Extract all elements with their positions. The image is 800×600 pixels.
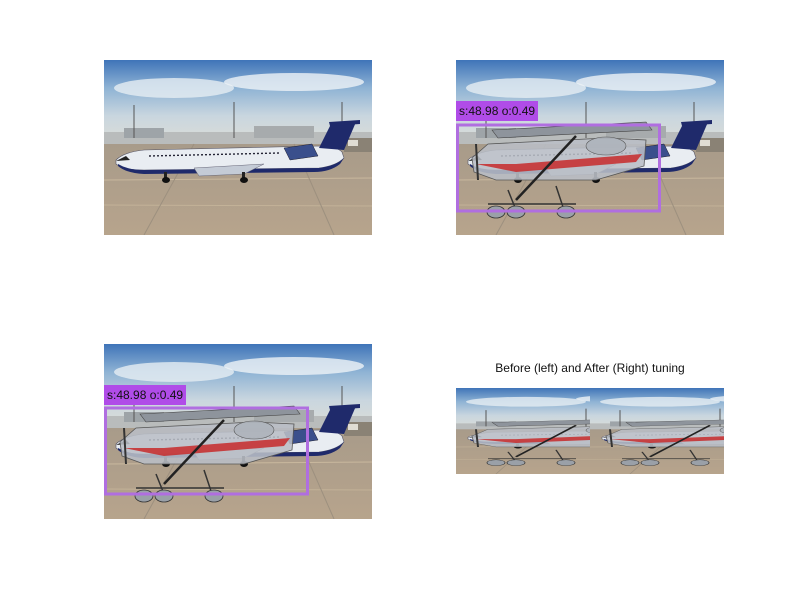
detection-score-label: s:48.98 o:0.49 — [104, 385, 187, 405]
detection-after-panel: s:48.98 o:0.49 — [104, 344, 372, 519]
comparison-image — [456, 388, 724, 474]
detection-box — [104, 406, 309, 496]
original-airport-image — [104, 60, 372, 235]
original-image-panel — [104, 60, 372, 235]
comparison-after-half — [590, 388, 724, 474]
detection-after-image — [104, 344, 372, 519]
detection-score-label: s:48.98 o:0.49 — [456, 101, 539, 121]
comparison-title: Before (left) and After (Right) tuning — [495, 361, 685, 375]
comparison-panel — [456, 388, 724, 474]
detection-box — [456, 123, 661, 213]
detection-before-image — [456, 60, 724, 235]
detection-before-panel: s:48.98 o:0.49 — [456, 60, 724, 235]
